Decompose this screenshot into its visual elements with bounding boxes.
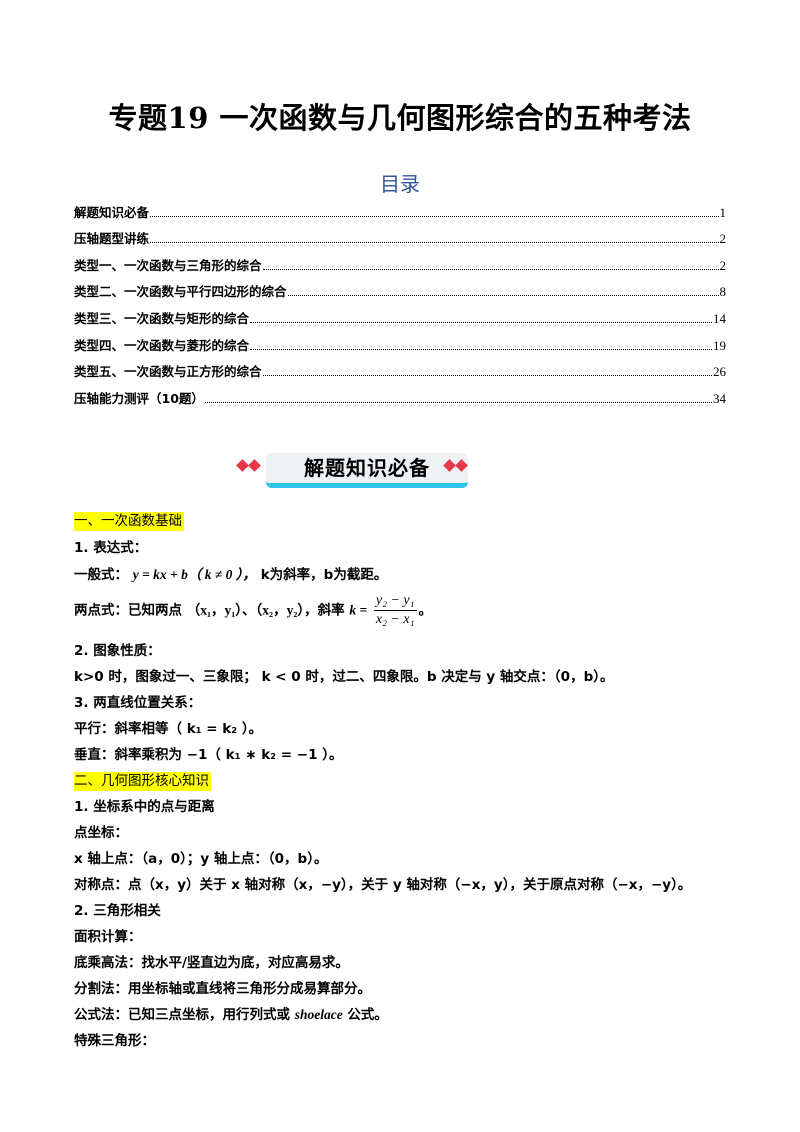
toc-entry[interactable]: 类型三、一次函数与矩形的综合 14 bbox=[74, 300, 726, 327]
toc-entry[interactable]: 压轴题型讲练 2 bbox=[74, 221, 726, 248]
toc-entry-page: 2 bbox=[719, 231, 727, 247]
toc-entry[interactable]: 压轴能力测评（10题） 34 bbox=[74, 380, 726, 407]
toc-entry-page: 2 bbox=[719, 257, 727, 273]
section-heading: 一、一次函数基础 bbox=[74, 509, 184, 531]
toc-entry-label: 类型一、一次函数与三角形的综合 bbox=[74, 257, 262, 273]
formula-method-suffix: 公式。 bbox=[347, 1007, 388, 1023]
general-form-formula: y = kx + b（ k ≠ 0 ）， bbox=[132, 567, 256, 582]
toc-entry[interactable]: 类型五、一次函数与正方形的综合 26 bbox=[74, 354, 726, 381]
page-title: 专题19 一次函数与几何图形综合的五种考法 bbox=[108, 101, 692, 135]
period: 。 bbox=[418, 602, 433, 619]
point-coords-label: 点坐标： bbox=[74, 825, 128, 841]
toc-entry-page: 8 bbox=[719, 284, 727, 300]
slope-symbol: k = bbox=[349, 602, 368, 618]
parallel-line: 平行：斜率相等（ k₁ = k₂ ）。 bbox=[74, 721, 263, 737]
base-height-line: 底乘高法：找水平/竖直边为底，对应高易求。 bbox=[74, 955, 349, 971]
item-heading: 2. 三角形相关 bbox=[74, 903, 161, 919]
item-heading: 2. 图象性质： bbox=[74, 643, 161, 659]
slope-fraction: y₂ − y₁ x₂ − x₁ bbox=[373, 593, 417, 628]
highlighted-heading: 一、一次函数基础 bbox=[74, 512, 184, 531]
two-point-points: （x₁，y₁）、（x₂，y₂），斜率 bbox=[186, 602, 345, 618]
two-point-label: 两点式：已知两点 bbox=[74, 602, 182, 619]
toc-entry[interactable]: 类型四、一次函数与菱形的综合 19 bbox=[74, 327, 726, 354]
shoelace-term: shoelace bbox=[294, 1007, 343, 1022]
section-banner: 解题知识必备 bbox=[230, 450, 570, 490]
toc-entry-page: 14 bbox=[713, 310, 726, 326]
symmetric-points-line: 对称点：点（x，y）关于 x 轴对称（x，−y），关于 y 轴对称（−x，y），… bbox=[74, 877, 692, 893]
fraction-numerator: y₂ − y₁ bbox=[373, 593, 417, 611]
toc-entry-page: 1 bbox=[719, 204, 727, 220]
general-form-line: 一般式： y = kx + b（ k ≠ 0 ）， k为斜率，b为截距。 bbox=[74, 563, 387, 583]
toc-leader-dots bbox=[150, 242, 719, 244]
toc-entry[interactable]: 类型二、一次函数与平行四边形的综合 8 bbox=[74, 274, 726, 301]
formula-method-line: 公式法：已知三点坐标，用行列式或 shoelace 公式。 bbox=[74, 1003, 388, 1023]
toc-entry-label: 类型四、一次函数与菱形的综合 bbox=[74, 337, 250, 353]
toc-entry-label: 类型二、一次函数与平行四边形的综合 bbox=[74, 284, 287, 300]
perpendicular-line: 垂直：斜率乘积为 −1（ k₁ ∗ k₂ = −1 ）。 bbox=[74, 747, 343, 763]
section-heading: 二、几何图形核心知识 bbox=[74, 769, 211, 791]
split-method-line: 分割法：用坐标轴或直线将三角形分成易算部分。 bbox=[74, 981, 371, 997]
toc-entry-label: 类型三、一次函数与矩形的综合 bbox=[74, 310, 250, 326]
toc-entry-page: 34 bbox=[713, 390, 726, 406]
toc-leader-dots bbox=[287, 295, 719, 297]
toc-heading: 目录 bbox=[380, 172, 420, 196]
diamond-icon bbox=[248, 459, 261, 472]
formula-method-prefix: 公式法：已知三点坐标，用行列式或 bbox=[74, 1007, 290, 1023]
item-heading: 3. 两直线位置关系： bbox=[74, 695, 202, 711]
toc-entry-page: 19 bbox=[713, 337, 726, 353]
diamond-icon bbox=[236, 459, 249, 472]
table-of-contents: 解题知识必备 1 压轴题型讲练 2 类型一、一次函数与三角形的综合 2 类型二、… bbox=[74, 194, 726, 407]
general-form-note: k为斜率，b为截距。 bbox=[260, 567, 388, 583]
toc-entry-label: 压轴能力测评（10题） bbox=[74, 390, 204, 406]
item-heading: 1. 坐标系中的点与距离 bbox=[74, 799, 215, 815]
toc-leader-dots bbox=[262, 375, 712, 377]
fraction-denominator: x₂ − x₁ bbox=[375, 612, 415, 627]
toc-entry-page: 26 bbox=[713, 364, 726, 380]
banner-label: 解题知识必备 bbox=[266, 453, 468, 488]
highlighted-heading: 二、几何图形核心知识 bbox=[74, 772, 211, 791]
toc-leader-dots bbox=[204, 401, 712, 403]
toc-entry-label: 压轴题型讲练 bbox=[74, 231, 150, 247]
special-triangle-label: 特殊三角形： bbox=[74, 1033, 155, 1049]
toc-leader-dots bbox=[150, 215, 719, 217]
property-line: k>0 时，图象过一、三象限； k < 0 时，过二、四象限。b 决定与 y 轴… bbox=[74, 669, 614, 685]
axis-points-line: x 轴上点：（a，0）；y 轴上点：（0，b）。 bbox=[74, 851, 328, 867]
two-point-line: 两点式：已知两点 （x₁，y₁）、（x₂，y₂），斜率 k = y₂ − y₁ … bbox=[74, 593, 432, 628]
item-heading: 1. 表达式： bbox=[74, 540, 148, 556]
toc-entry[interactable]: 类型一、一次函数与三角形的综合 2 bbox=[74, 247, 726, 274]
toc-entry-label: 解题知识必备 bbox=[74, 204, 150, 220]
toc-entry[interactable]: 解题知识必备 1 bbox=[74, 194, 726, 221]
toc-leader-dots bbox=[262, 268, 719, 270]
area-label: 面积计算： bbox=[74, 929, 142, 945]
toc-entry-label: 类型五、一次函数与正方形的综合 bbox=[74, 364, 262, 380]
toc-leader-dots bbox=[250, 348, 712, 350]
toc-leader-dots bbox=[250, 321, 712, 323]
general-form-label: 一般式： bbox=[74, 567, 128, 583]
